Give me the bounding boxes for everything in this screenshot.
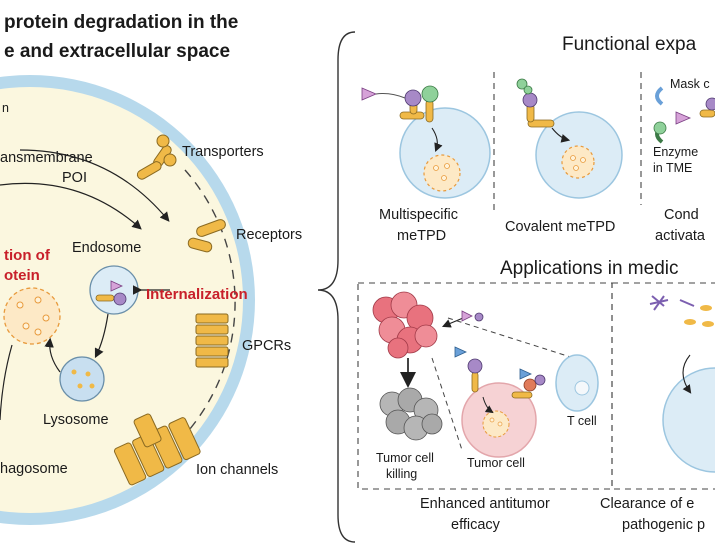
- clearance-label-2: pathogenic p: [622, 517, 705, 533]
- degradation-label-1: tion of: [4, 247, 51, 264]
- endosome-vesicle: [89, 265, 139, 315]
- covalent-label: Covalent meTPD: [505, 219, 615, 235]
- arrow-to-tumor: [441, 317, 464, 328]
- arrow-to-endosome-1: [0, 182, 142, 230]
- zoom-line-1: [431, 357, 463, 451]
- pathogen-icons: [649, 295, 714, 327]
- arrow-endosome-to-lysosome: [94, 313, 109, 359]
- corner-label: n: [2, 101, 9, 115]
- applications-heading: Applications in medic: [500, 258, 678, 279]
- tumor-cell: [454, 346, 546, 458]
- lysosome-vesicle: [59, 356, 105, 402]
- enzyme-label-2: in TME: [653, 161, 692, 175]
- mask-label: Mask c: [670, 77, 710, 91]
- arrow-to-endosome-2: [19, 149, 170, 222]
- ion-channels-label: Ion channels: [196, 462, 278, 478]
- transmembrane-label-2: POI: [62, 170, 87, 186]
- tumor-cluster: [372, 291, 438, 359]
- ion-channel-icon: [113, 413, 201, 486]
- tumor-cell-label: Tumor cell: [467, 456, 525, 470]
- clearance-label-1: Clearance of e: [600, 496, 694, 512]
- conditional-label-2: activata: [655, 228, 706, 244]
- multispecific-label-1: Multispecific: [379, 207, 458, 223]
- lysosome-label: Lysosome: [43, 412, 109, 428]
- receptors-label: Receptors: [236, 227, 302, 243]
- curly-brace: [317, 31, 356, 543]
- enzyme-label-1: Enzyme: [653, 145, 698, 159]
- functional-heading: Functional expa: [562, 34, 697, 55]
- transporters-label: Transporters: [182, 144, 264, 160]
- multispecific-label-2: meTPD: [397, 228, 446, 244]
- clearance-cell: [662, 354, 715, 473]
- conditional-illustration: [653, 86, 715, 144]
- multispecific-illustration: [361, 85, 491, 199]
- title-line-2: e and extracellular space: [4, 41, 230, 62]
- small-degrader-icon: [461, 310, 484, 322]
- tumor-killing-label-2: killing: [386, 467, 417, 481]
- enhanced-label-2: efficacy: [451, 517, 501, 533]
- t-cell-label: T cell: [567, 414, 597, 428]
- tumor-killing-label-1: Tumor cell: [376, 451, 434, 465]
- internalization-label: Internalization: [146, 286, 248, 303]
- phagosome-label: hagosome: [0, 461, 68, 477]
- receptor-icon: [187, 219, 226, 253]
- zoom-line-2: [447, 317, 581, 361]
- gpcr-icon: [195, 313, 229, 368]
- t-cell: [555, 354, 599, 412]
- killed-tumor-cluster: [379, 387, 443, 441]
- endosome-label: Endosome: [72, 240, 141, 256]
- transporter-icon: [136, 134, 177, 180]
- arrow-phagosome: [0, 344, 13, 421]
- arrow-lysosome-to-degradation: [44, 337, 61, 373]
- enhanced-label-1: Enhanced antitumor: [420, 496, 550, 512]
- degradation-label-2: otein: [4, 267, 40, 284]
- transmembrane-label-1: ansmembrane: [0, 150, 93, 166]
- covalent-illustration: [516, 78, 623, 199]
- clearance-box: [611, 282, 715, 490]
- degradation-vesicle: [3, 287, 61, 345]
- gpcrs-label: GPCRs: [242, 338, 291, 354]
- title-line-1: protein degradation in the: [4, 12, 238, 33]
- conditional-label-1: Cond: [664, 207, 699, 223]
